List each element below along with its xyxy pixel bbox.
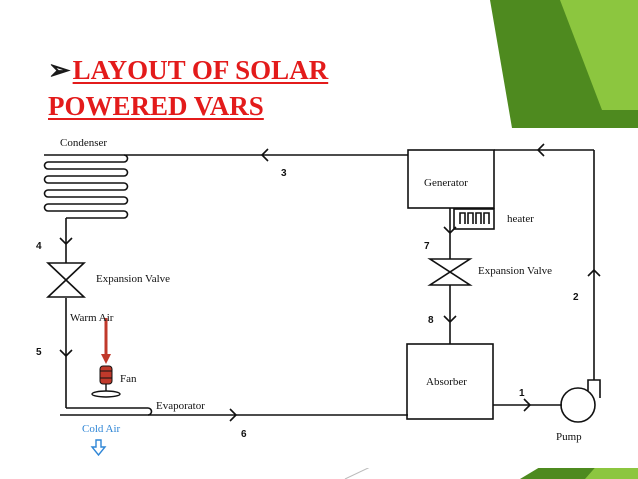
condenser-label: Condenser: [60, 137, 107, 149]
arrow-4: [59, 237, 73, 246]
arrow-2: [587, 268, 601, 277]
pump-label: Pump: [556, 431, 582, 443]
slide-title: ➢LAYOUT OF SOLAR POWERED VARS: [48, 52, 488, 124]
stream-number-2: 2: [573, 292, 579, 303]
condenser-coil: [43, 154, 129, 219]
fan-label: Fan: [120, 373, 137, 385]
heater-coil: [459, 212, 490, 224]
heater-box: [453, 208, 495, 230]
warm-air-label: Warm Air: [70, 312, 114, 324]
arrow-2-top: [536, 143, 545, 157]
absorber-label: Absorber: [426, 376, 467, 388]
expansion-valve-right-label: Expansion Valve: [478, 265, 552, 277]
stream-number-5: 5: [36, 347, 42, 358]
title-text-2: POWERED VARS: [48, 91, 264, 121]
arrow-1: [523, 398, 532, 412]
expansion-valve-left: [45, 262, 87, 298]
stream-number-8: 8: [428, 315, 434, 326]
stream-number-4: 4: [36, 241, 42, 252]
arrow-8: [443, 315, 457, 324]
green-panel-light: [560, 0, 638, 110]
diagram-panel: [22, 128, 638, 468]
title-line-2: POWERED VARS: [48, 88, 488, 124]
title-bullet-icon: ➢: [48, 55, 71, 85]
stream-number-6: 6: [241, 429, 247, 440]
fan-icon: [91, 365, 121, 398]
stream-number-1: 1: [519, 388, 525, 399]
heater-label: heater: [507, 213, 534, 225]
generator-box: [407, 149, 495, 209]
title-text-1: LAYOUT OF SOLAR: [72, 55, 329, 85]
absorber-box: [406, 343, 494, 420]
stream-number-7: 7: [424, 241, 430, 252]
warm-air-arrow-head: [101, 354, 111, 364]
generator-label: Generator: [424, 177, 468, 189]
pump-icon: [560, 387, 596, 423]
cold-air-arrow-icon: [90, 439, 107, 457]
expansion-valve-right: [427, 258, 473, 286]
arrow-5: [59, 349, 73, 358]
arrow-7: [443, 226, 457, 235]
arrow-6: [229, 408, 238, 422]
evaporator-label: Evaporator: [156, 400, 205, 412]
expansion-valve-left-label: Expansion Valve: [96, 273, 170, 285]
title-line-1: ➢LAYOUT OF SOLAR: [48, 52, 488, 88]
arrow-3: [260, 148, 269, 162]
cold-air-label: Cold Air: [82, 423, 121, 435]
stream-number-3: 3: [281, 168, 287, 179]
